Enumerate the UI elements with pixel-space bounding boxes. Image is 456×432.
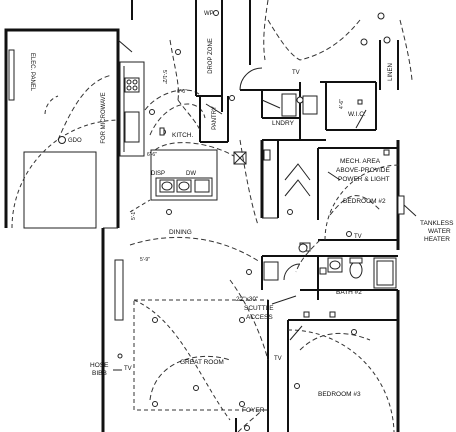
mech-label-1: MECH. AREA: [340, 158, 381, 165]
pantry-label: PANTRY: [212, 106, 218, 130]
tv-label-b: TV: [354, 234, 362, 240]
gdo-fixture: GDO: [58, 136, 82, 144]
hose-bibb: HOSE BIBB: [90, 353, 123, 377]
gdo-label: GDO: [68, 138, 82, 144]
wic-label: W.I.C.: [348, 111, 366, 118]
tv-label-d: TV: [124, 366, 132, 372]
laundry-wic-area: LNDRY W.I.C. LINEN 4'-6": [239, 0, 413, 140]
for-microwave-label: FOR MICROWAVE: [101, 92, 107, 143]
dim-label-a: 6'-0": [177, 89, 187, 95]
bedroom-3-label: BEDROOM #3: [318, 391, 361, 398]
bath-2: BATH #2: [261, 242, 398, 300]
hose-label-1: HOSE: [90, 362, 109, 369]
tv-label-a: TV: [292, 70, 300, 76]
scuttle-label-3: ACCESS: [246, 314, 273, 321]
drop-zone-pantry: DROP ZONE PANTRY WP: [195, 0, 229, 143]
scuttle-label-2: SCUTTLE: [244, 305, 274, 312]
dining-label: DINING: [169, 229, 192, 236]
dining-area: DINING 5'-9" 5'-1": [101, 199, 261, 432]
wp-label: WP: [204, 11, 214, 17]
tankless-label-2: WATER: [428, 228, 451, 235]
dw-label: DW: [186, 171, 196, 177]
linen-label: LINEN: [388, 63, 394, 81]
tv-label-c: TV: [274, 356, 282, 362]
laundry-label: LNDRY: [272, 120, 295, 127]
drop-zone-label: DROP ZONE: [208, 38, 214, 74]
tankless-label-1: TANKLESS: [420, 220, 454, 227]
bedroom-2-label: BEDROOM #2: [343, 198, 386, 205]
garage-area: [4, 28, 133, 229]
dim-label-e: 5'-1/2": [161, 70, 167, 84]
disp-label: DISP: [151, 171, 165, 177]
dim-label-b: 5'-9": [140, 257, 150, 263]
elec-panel: ELEC. PANEL: [8, 49, 35, 101]
dim-label-f: 4'-6": [339, 99, 345, 109]
mech-label-3: POWER & LIGHT: [338, 176, 390, 183]
tankless-label-3: HEATER: [424, 236, 450, 243]
foyer-label: FOYER: [242, 407, 265, 414]
tankless-water-heater: TANKLESS WATER HEATER: [397, 195, 454, 243]
kitchen-area: DISP DW KITCH.: [116, 0, 241, 201]
scuttle-access: 22"x30" SCUTTLE ACCESS: [236, 295, 297, 321]
dim-label-c: 6'-6": [147, 152, 157, 158]
bedroom-2: MECH. AREA ABOVE-PROVIDE POWER & LIGHT B…: [318, 140, 401, 250]
bedroom-3: BEDROOM #3: [287, 290, 400, 432]
great-room: GREAT ROOM TV TV TV: [124, 269, 282, 432]
mech-label-2: ABOVE-PROVIDE: [336, 167, 390, 174]
dim-label-d: 5'-1": [131, 210, 137, 220]
circuit-wiring: [169, 19, 321, 273]
kitchen-label: KITCH.: [172, 132, 194, 139]
bath-2-label: BATH #2: [336, 289, 362, 296]
foyer: FOYER: [235, 407, 265, 432]
hall-mech-area: [233, 139, 326, 220]
hose-label-2: BIBB: [92, 370, 107, 377]
great-room-label: GREAT ROOM: [180, 359, 224, 366]
elec-panel-label: ELEC. PANEL: [29, 53, 35, 92]
